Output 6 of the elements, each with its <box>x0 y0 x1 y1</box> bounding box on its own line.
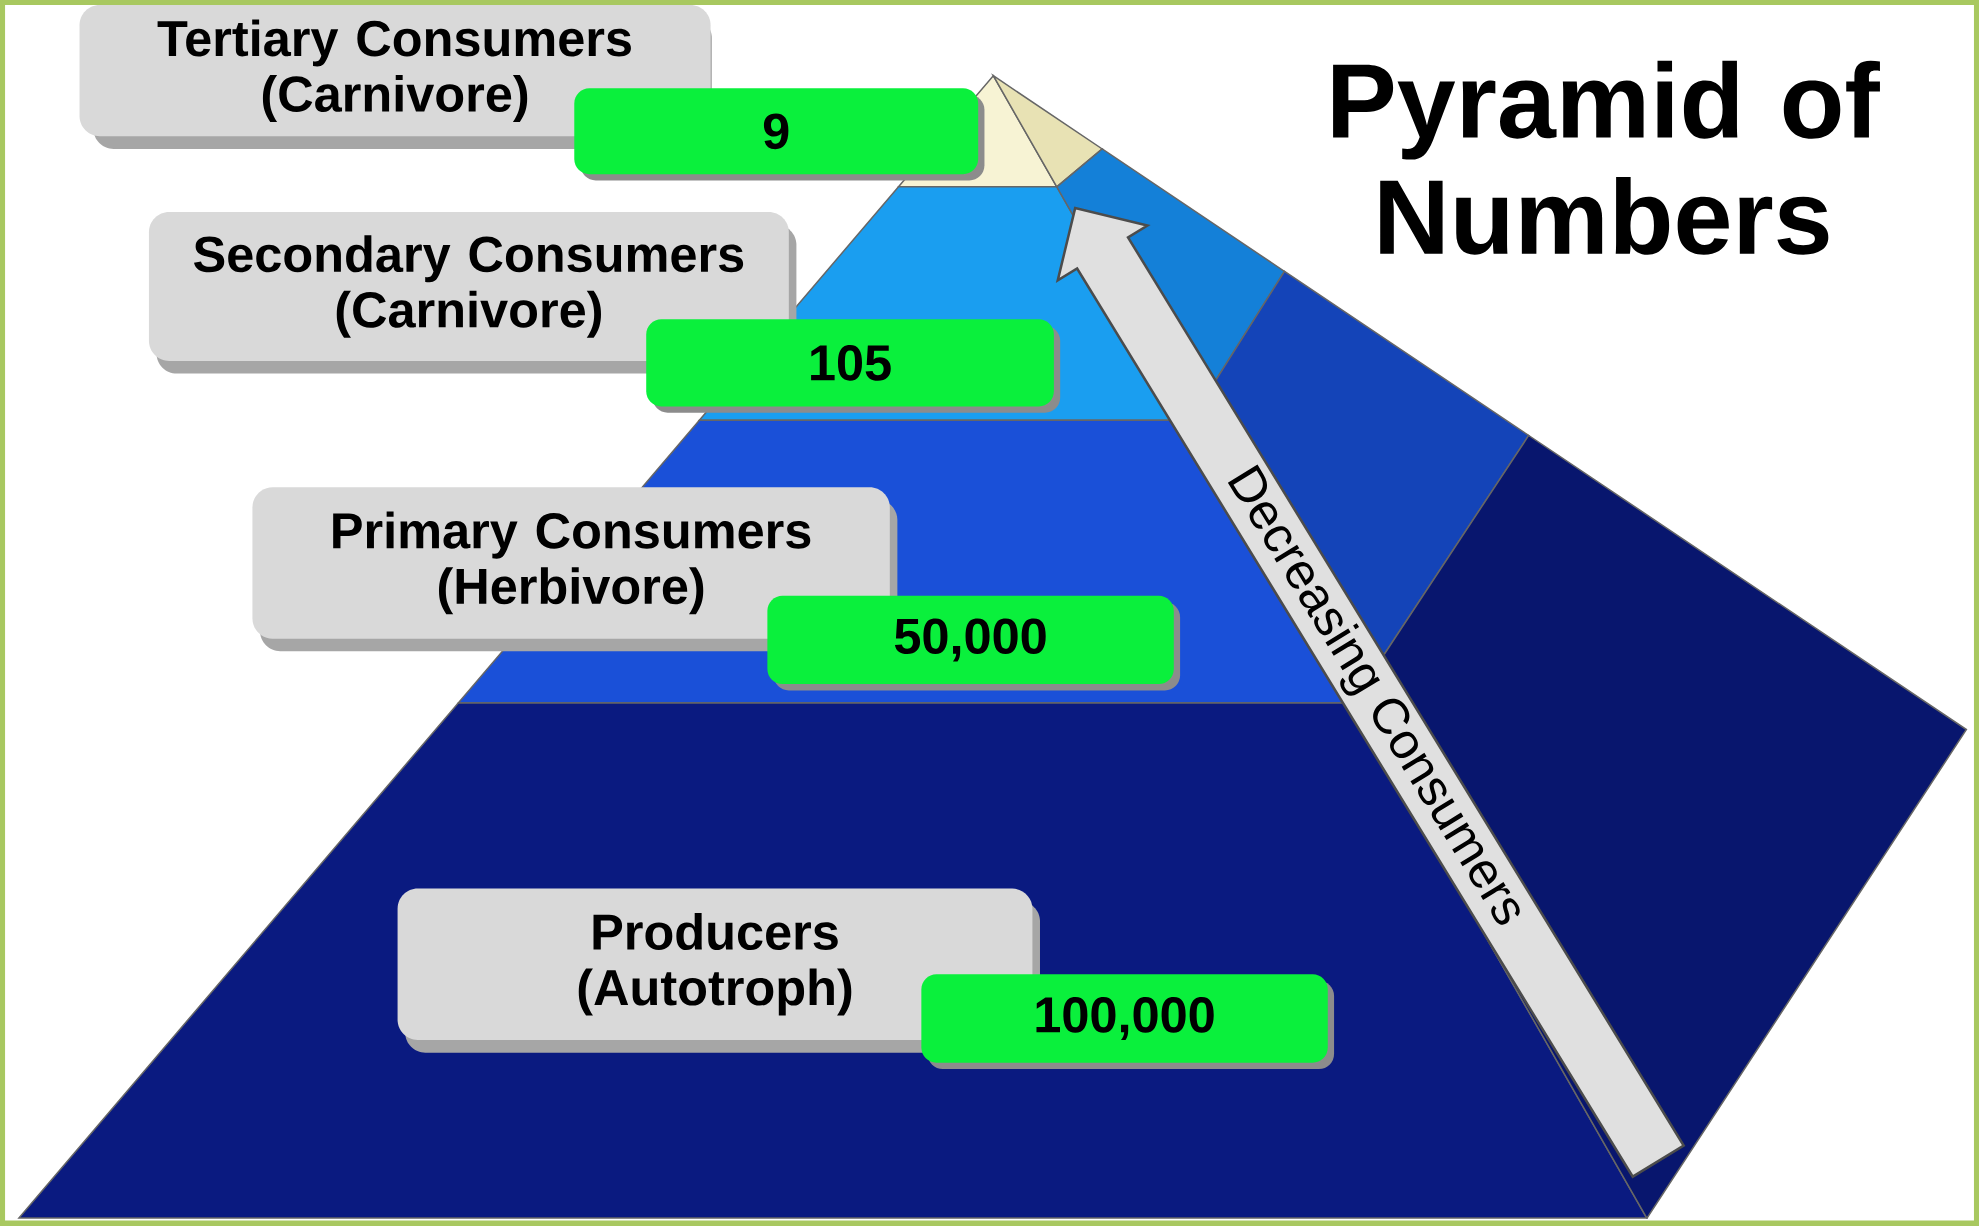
label-box: Tertiary Consumers (Carnivore) <box>79 5 712 150</box>
count-box: 50,000 <box>767 595 1181 691</box>
count-box: 100,000 <box>921 974 1335 1070</box>
label-box: Secondary Consumers (Carnivore) <box>148 212 797 374</box>
count-box: 9 <box>574 88 985 181</box>
count-box: 105 <box>646 319 1061 413</box>
